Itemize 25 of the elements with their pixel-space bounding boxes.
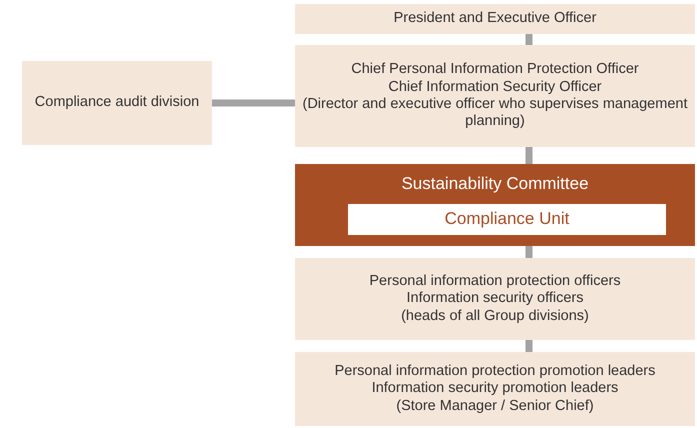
- role-text: President and Executive Officer: [394, 10, 596, 28]
- connector-line: [212, 100, 295, 106]
- role-text: Information security officers: [406, 290, 584, 308]
- connector-line: [526, 147, 532, 164]
- role-text: Chief Personal Information Protection Officer: [351, 61, 639, 79]
- role-text: Personal information protection officers: [369, 272, 621, 290]
- org-box: [348, 204, 666, 235]
- role-text: Compliance audit division: [34, 94, 200, 112]
- org-box: [295, 4, 695, 34]
- org-box: [22, 61, 212, 145]
- role-text: (Director and executive officer who supervises management planning): [302, 96, 688, 131]
- role-text: Chief Information Security Officer: [388, 78, 602, 96]
- role-text: Personal information protection promotion leaders: [334, 362, 656, 380]
- org-box: [295, 352, 695, 426]
- role-text: Information security promotion leaders: [372, 380, 618, 398]
- connector-line: [526, 246, 532, 258]
- connector-line: [526, 34, 532, 45]
- org-box: [295, 258, 695, 340]
- connector-line: [526, 340, 532, 352]
- committee-panel: [295, 164, 695, 246]
- org-box: [295, 45, 695, 147]
- role-text: Compliance Unit: [444, 209, 570, 230]
- role-text: Sustainability Committee: [401, 174, 589, 194]
- role-text: (Store Manager / Senior Chief): [396, 398, 594, 416]
- role-text: (heads of all Group divisions): [401, 308, 589, 326]
